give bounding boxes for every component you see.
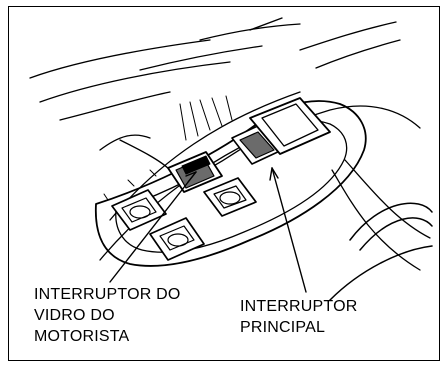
door-trim-lines (29, 17, 431, 271)
leader-lines (109, 167, 307, 293)
label-line: INTERRUPTOR (240, 298, 358, 315)
label-line: PRINCIPAL (240, 319, 326, 336)
shading-hatch (103, 95, 233, 201)
window-switch-icon (203, 177, 257, 217)
window-switch-icon (111, 189, 167, 231)
label-line: VIDRO DO (34, 307, 115, 324)
label-line: MOTORISTA (34, 328, 130, 345)
main-switch-label: INTERRUPTOR PRINCIPAL (240, 296, 357, 338)
lock-switch-icon (249, 97, 331, 155)
door-handle-outline (329, 202, 433, 301)
window-switch-icon (149, 217, 205, 261)
driver-window-switch-label: INTERRUPTOR DO VIDRO DO MOTORISTA (34, 284, 181, 347)
label-line: INTERRUPTOR DO (34, 286, 181, 303)
